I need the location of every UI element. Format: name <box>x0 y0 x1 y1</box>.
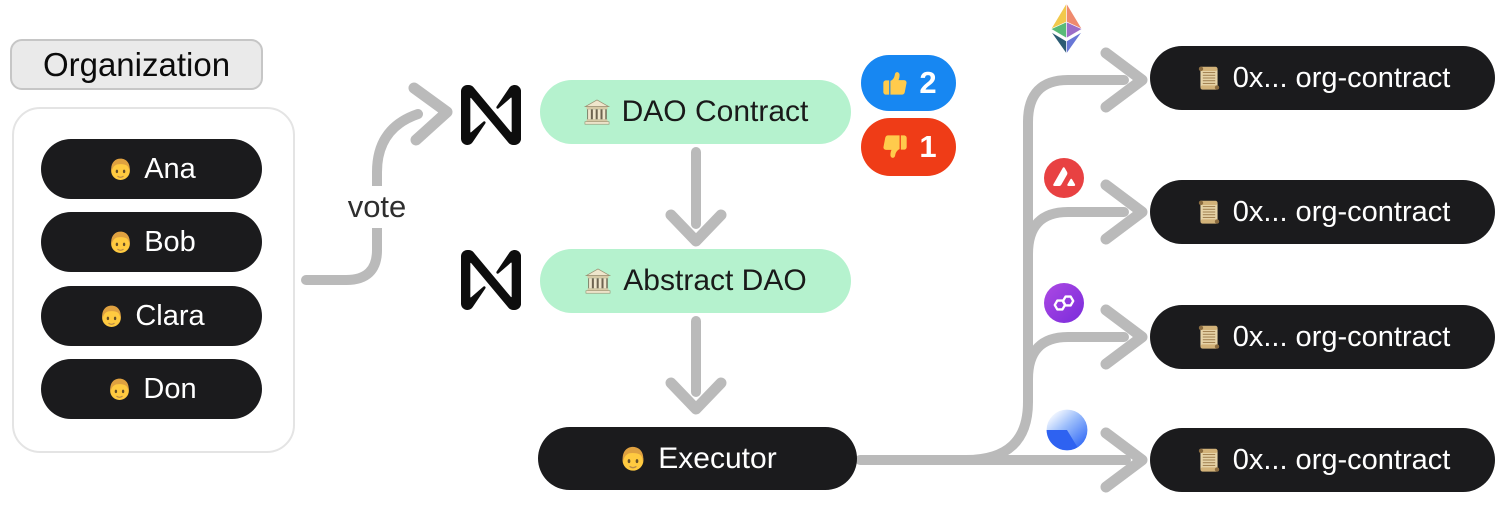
member-pill-bob: Bob <box>41 212 262 272</box>
member-name: Clara <box>135 299 205 332</box>
thumbs-up-icon <box>880 68 910 98</box>
org-contract-pill-blue-sphere: 0x... org-contract <box>1150 428 1495 492</box>
member-name: Bob <box>144 225 196 258</box>
dao-contract-pill: DAO Contract <box>540 80 851 144</box>
executor-label: Executor <box>658 441 777 475</box>
person-icon <box>106 376 133 403</box>
classical-building-icon <box>583 98 611 126</box>
polygon-icon <box>1044 283 1084 323</box>
abstract-dao-label: Abstract DAO <box>623 264 807 297</box>
member-pill-clara: Clara <box>41 286 262 346</box>
executor-pill: Executor <box>538 427 857 490</box>
org-contract-label: 0x... org-contract <box>1232 61 1451 94</box>
person-icon <box>107 156 134 183</box>
avalanche-icon <box>1044 158 1084 198</box>
thumbs-up-badge: 2 <box>861 55 956 111</box>
org-contract-pill-ethereum: 0x... org-contract <box>1150 46 1495 110</box>
scroll-icon <box>1195 446 1223 474</box>
scroll-icon <box>1195 64 1223 92</box>
person-icon <box>618 444 648 474</box>
abstract-dao-pill: Abstract DAO <box>540 249 851 313</box>
organization-title: Organization <box>10 39 263 90</box>
blue-sphere-chain-icon <box>1046 409 1088 451</box>
thumbs-down-count: 1 <box>919 129 937 164</box>
person-icon <box>107 229 134 256</box>
thumbs-up-count: 2 <box>919 65 937 100</box>
org-contract-pill-avalanche: 0x... org-contract <box>1150 180 1495 244</box>
near-logo-icon <box>461 250 521 310</box>
member-pill-ana: Ana <box>41 139 262 199</box>
ethereum-icon <box>1051 3 1082 54</box>
near-logo-icon <box>461 85 521 145</box>
scroll-icon <box>1195 198 1223 226</box>
dao-contract-label: DAO Contract <box>621 95 809 128</box>
org-contract-pill-polygon: 0x... org-contract <box>1150 305 1495 369</box>
vote-label: vote <box>343 186 411 228</box>
scroll-icon <box>1195 323 1223 351</box>
org-contract-label: 0x... org-contract <box>1232 195 1451 228</box>
member-name: Don <box>143 372 197 405</box>
org-contract-label: 0x... org-contract <box>1232 320 1451 353</box>
member-name: Ana <box>144 152 196 185</box>
person-icon <box>98 303 125 330</box>
org-contract-label: 0x... org-contract <box>1232 443 1451 476</box>
member-pill-don: Don <box>41 359 262 419</box>
thumbs-down-icon <box>880 132 910 162</box>
classical-building-icon <box>584 267 612 295</box>
thumbs-down-badge: 1 <box>861 118 956 176</box>
